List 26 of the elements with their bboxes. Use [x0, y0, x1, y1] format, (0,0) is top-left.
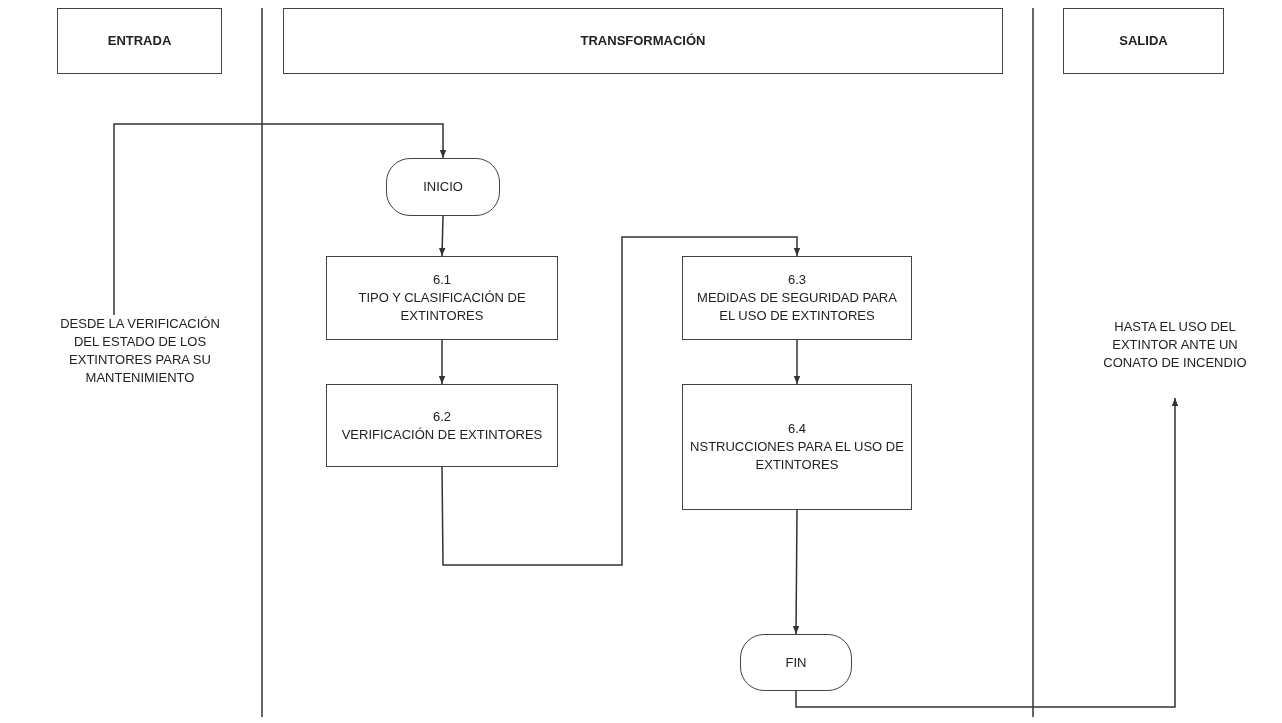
arrow [439, 215, 446, 257]
arrow [793, 339, 801, 385]
arrow [792, 509, 800, 635]
step-number: 6.3 [787, 271, 807, 289]
column-header: TRANSFORMACIÓN [283, 8, 1003, 74]
step-number: 6.4 [787, 420, 807, 438]
step-text: NSTRUCCIONES PARA EL USO DE EXTINTORES [689, 438, 905, 474]
step-number: 6.1 [432, 271, 452, 289]
step-text: VERIFICACIÓN DE EXTINTORES [341, 425, 543, 444]
terminal-shape: FIN [740, 634, 852, 691]
arrow [113, 123, 447, 316]
step-text: TIPO Y CLASIFICACIÓN DE EXTINTORES [357, 289, 527, 325]
process-box [326, 384, 558, 467]
process-box [682, 256, 912, 340]
step-text: MEDIDAS DE SEGURIDAD PARA EL USO DE EXTINTORES [696, 289, 898, 325]
flow-text: DESDE LA VERIFICACIÓN DEL ESTADO DE LOS EXTINTORES PARA SU MANTENIMIENTO [50, 315, 230, 405]
terminal-shape: INICIO [386, 158, 500, 216]
column-header: ENTRADA [57, 8, 222, 74]
arrow [441, 236, 801, 566]
process-box [326, 256, 558, 340]
column-header: SALIDA [1063, 8, 1224, 74]
process-box [682, 384, 912, 510]
arrow [438, 339, 446, 385]
arrow [795, 397, 1179, 708]
flow-text: HASTA EL USO DEL EXTINTOR ANTE UN CONATO DE INCENDIO [1085, 318, 1265, 398]
step-number: 6.2 [432, 407, 452, 426]
